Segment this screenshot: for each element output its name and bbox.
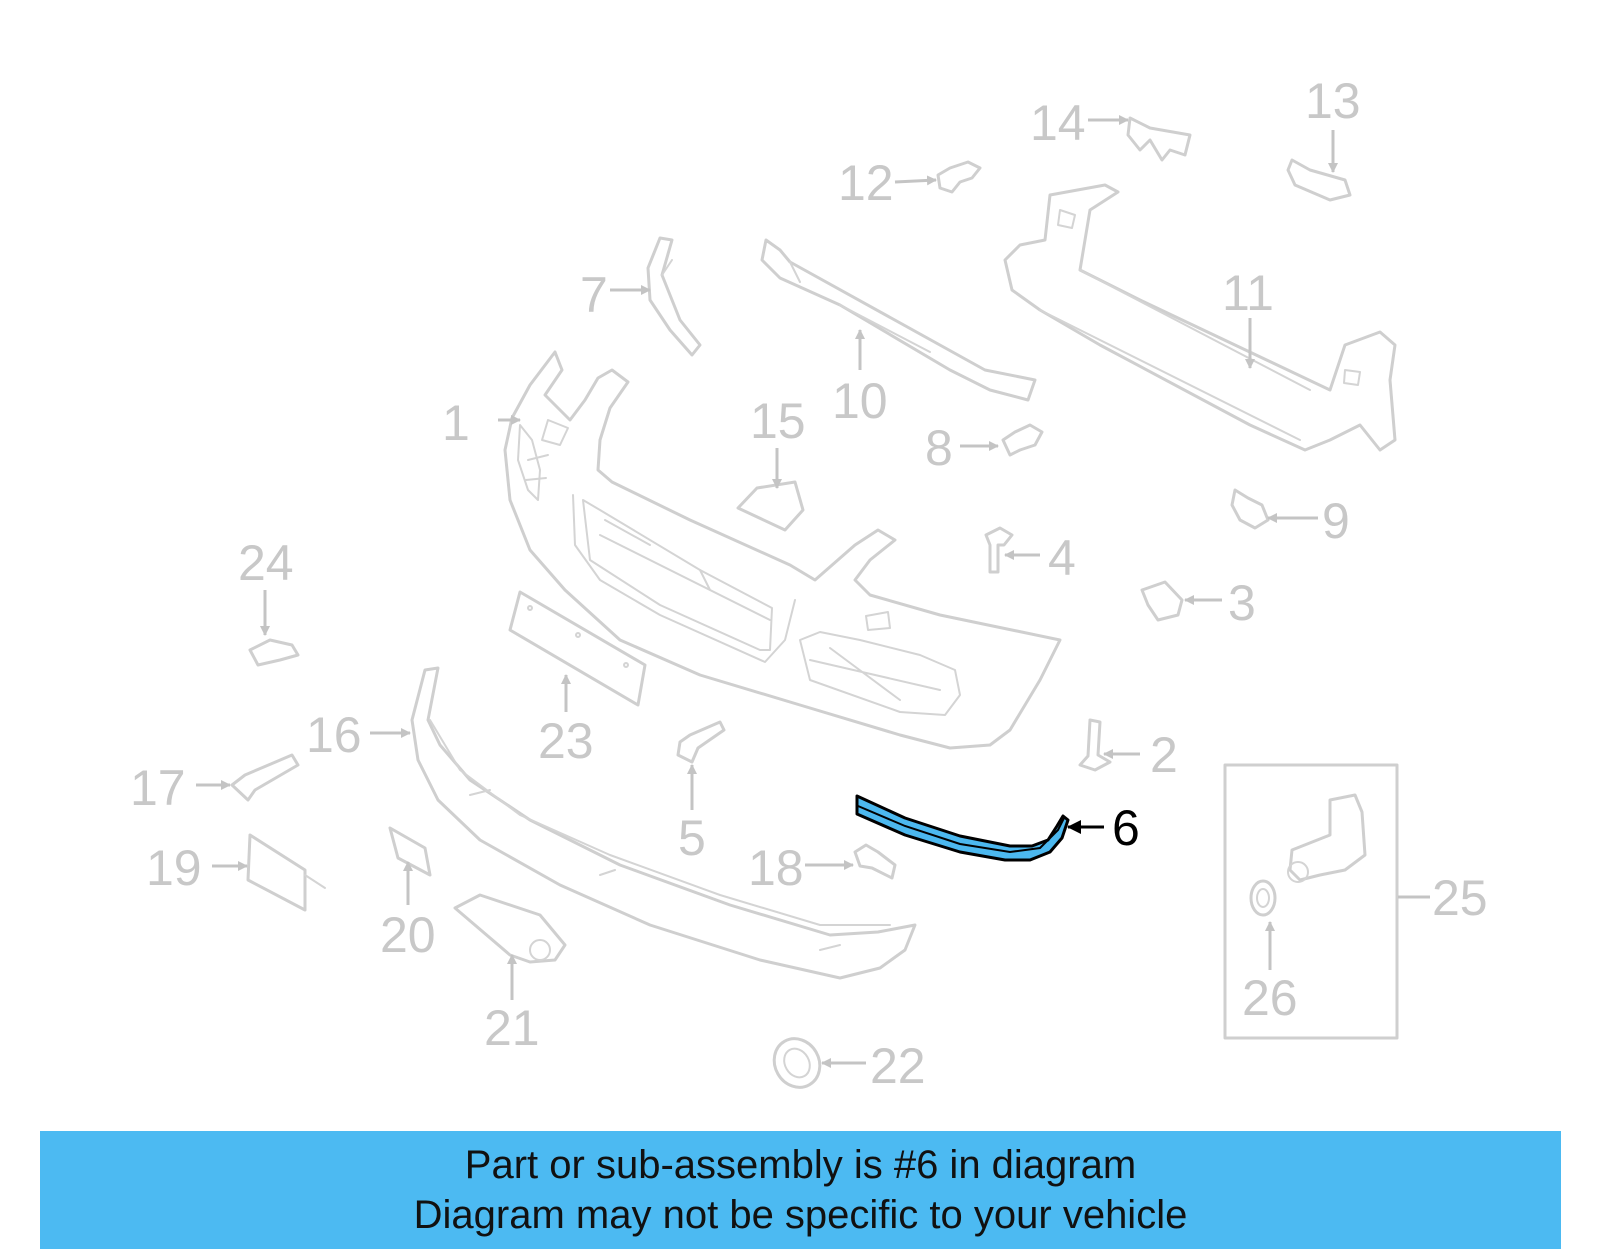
label-15: 15 — [750, 393, 806, 449]
part-9-bolt — [1230, 488, 1270, 530]
callout-labels: 1 2 3 4 5 6 7 8 9 10 11 12 13 14 15 16 1… — [130, 73, 1488, 1094]
part-15-cover — [736, 480, 805, 532]
label-2: 2 — [1150, 727, 1178, 783]
part-14-clip — [1126, 116, 1192, 162]
label-1: 1 — [442, 395, 470, 451]
part-12-clip — [936, 160, 982, 194]
part-4-screw — [984, 526, 1014, 574]
callout-lines — [196, 115, 1430, 1068]
part-17-bolt — [230, 753, 300, 802]
part-3-clip — [1140, 580, 1184, 622]
part-2-screw — [1078, 718, 1112, 772]
part-11-reinforcement — [1003, 183, 1397, 452]
label-23: 23 — [538, 713, 594, 769]
label-6-highlighted: 6 — [1112, 800, 1140, 856]
label-16: 16 — [306, 707, 362, 763]
part-21-fog-bezel — [453, 893, 567, 964]
banner-line-disclaimer: Diagram may not be specific to your vehi… — [413, 1193, 1188, 1237]
label-3: 3 — [1228, 575, 1256, 631]
label-19: 19 — [146, 840, 202, 896]
label-20: 20 — [380, 907, 436, 963]
label-26: 26 — [1242, 970, 1298, 1026]
label-11: 11 — [1222, 265, 1274, 321]
label-14: 14 — [1030, 95, 1086, 151]
label-9: 9 — [1322, 493, 1350, 549]
label-4: 4 — [1048, 530, 1076, 586]
label-12: 12 — [838, 155, 894, 211]
label-25: 25 — [1432, 870, 1488, 926]
label-7: 7 — [580, 267, 608, 323]
label-21: 21 — [484, 1000, 540, 1056]
part-6-highlighted — [855, 794, 1070, 862]
part-8-bolt — [1001, 423, 1044, 457]
part-25-sensor-box — [1223, 763, 1399, 1040]
part-10-absorber — [760, 238, 1037, 402]
part-18-bolt — [853, 843, 897, 880]
label-22: 22 — [870, 1038, 926, 1094]
info-banner: Part or sub-assembly is #6 in diagram Di… — [40, 1131, 1561, 1249]
callout-line-12 — [894, 175, 937, 186]
part-13-bracket — [1286, 158, 1352, 202]
part-23-plate-bracket — [508, 590, 647, 707]
part-20-cap — [388, 826, 432, 877]
label-10: 10 — [832, 373, 888, 429]
banner-line-part-number: Part or sub-assembly is #6 in diagram — [464, 1143, 1137, 1187]
label-8: 8 — [925, 420, 953, 476]
part-24-sensor — [248, 638, 300, 667]
part-19-cover — [246, 833, 326, 912]
label-5: 5 — [678, 810, 706, 866]
part-7-bracket — [646, 236, 702, 357]
part-1-bumper-cover — [503, 350, 1062, 750]
label-24: 24 — [238, 535, 294, 591]
label-17: 17 — [130, 760, 186, 816]
part-16-lower-spoiler — [410, 666, 917, 980]
label-13: 13 — [1305, 73, 1361, 129]
part-5-screw — [676, 720, 726, 764]
label-18: 18 — [748, 840, 804, 896]
part-22-grommet — [772, 1037, 822, 1089]
